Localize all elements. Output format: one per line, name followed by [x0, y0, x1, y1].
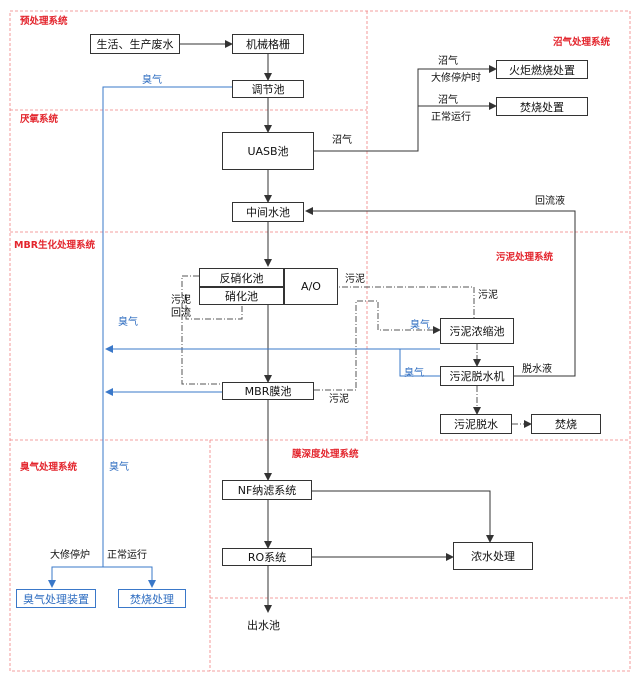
section-title-biogas: 沼气处理系统 — [553, 37, 611, 48]
label-normal-1: 正常运行 — [431, 112, 471, 123]
label-odor-bottom: 臭气 — [109, 462, 129, 473]
label-sludge-mbr: 污泥 — [329, 394, 349, 405]
section-title-membrane: 膜深度处理系统 — [292, 449, 359, 460]
node-incinerate-biogas: 焚烧处置 — [496, 97, 588, 116]
node-nf: NF纳滤系统 — [222, 480, 312, 500]
section-title-odor: 臭气处理系统 — [20, 462, 78, 473]
label-odor-thick: 臭气 — [410, 320, 430, 331]
label-filtrate: 脱水液 — [522, 364, 552, 375]
section-title-sludge: 污泥处理系统 — [496, 252, 554, 263]
node-sludge-dewatering: 污泥脱水机 — [440, 366, 514, 386]
node-nitrification: 硝化池 — [199, 287, 284, 305]
label-sludge-right: 污泥 — [478, 290, 498, 301]
label-reflux-liquid: 回流液 — [535, 196, 565, 207]
sludge-lines — [181, 275, 532, 428]
label-odor-dewater: 臭气 — [404, 368, 424, 379]
odor-lines — [48, 86, 440, 588]
node-uasb: UASB池 — [222, 132, 314, 170]
node-sludge-thickening: 污泥浓缩池 — [440, 318, 514, 344]
node-odor-device: 臭气处理装置 — [16, 589, 96, 608]
node-ro: RO系统 — [222, 548, 312, 566]
label-sludge-ao: 污泥 — [345, 274, 365, 285]
node-flare: 火炬燃烧处置 — [496, 60, 588, 79]
node-ao: A/O — [284, 268, 338, 305]
section-title-pre: 预处理系统 — [20, 16, 68, 27]
process-lines — [180, 40, 576, 613]
node-concentrate: 浓水处理 — [453, 542, 533, 570]
node-incineration: 焚烧 — [531, 414, 601, 434]
node-odor-incinerate: 焚烧处理 — [118, 589, 186, 608]
label-overhaul-1: 大修停炉时 — [431, 73, 481, 84]
section-borders — [9, 10, 631, 672]
node-outlet: 出水池 — [247, 619, 280, 632]
node-wastewater: 生活、生产废水 — [90, 34, 180, 54]
node-mbr-tank: MBR膜池 — [222, 382, 314, 400]
node-regulating: 调节池 — [232, 80, 304, 98]
node-denitrification: 反硝化池 — [199, 268, 284, 287]
label-odor-top: 臭气 — [142, 75, 162, 86]
section-title-mbr: MBR生化处理系统 — [14, 240, 96, 251]
node-screen: 机械格栅 — [232, 34, 304, 54]
label-overhaul-2: 大修停炉 — [50, 550, 90, 561]
section-title-anaerobic: 厌氧系统 — [20, 114, 59, 125]
node-sludge-dewatered: 污泥脱水 — [440, 414, 512, 434]
label-normal-2: 正常运行 — [107, 550, 147, 561]
label-biogas-uasb: 沼气 — [332, 135, 352, 146]
label-odor-mid: 臭气 — [118, 317, 138, 328]
label-sludge-reflux: 污泥 回流 — [171, 295, 191, 319]
node-intermediate: 中间水池 — [232, 202, 304, 222]
label-biogas-1: 沼气 — [438, 56, 458, 67]
label-biogas-2: 沼气 — [438, 95, 458, 106]
